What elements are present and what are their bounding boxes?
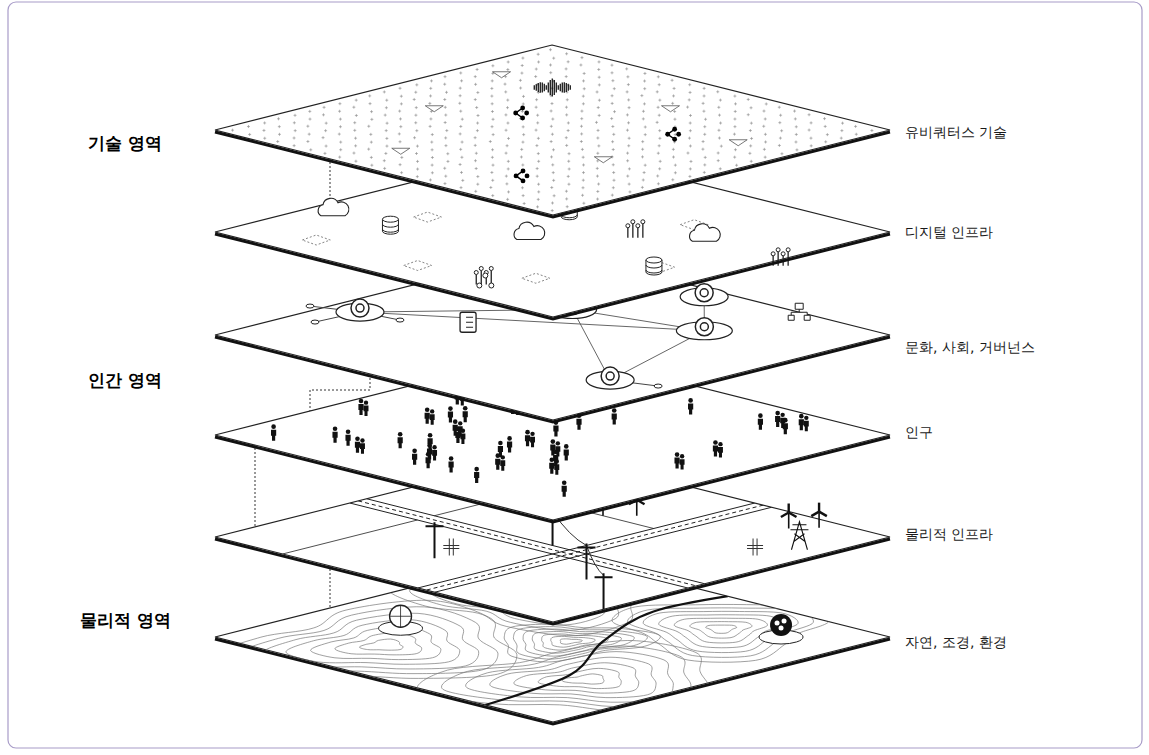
layer-label: 문화, 사회, 거버넌스: [905, 339, 1035, 356]
layer-label: 디지털 인프라: [905, 224, 993, 241]
layer-label: 인구: [905, 424, 933, 441]
layer-plane: [215, 45, 890, 217]
layer-label: 유비쿼터스 기술: [905, 124, 1007, 141]
area-label: 기술 영역: [88, 133, 162, 153]
frame: [8, 2, 1142, 748]
layer-label: 물리적 인프라: [905, 526, 993, 543]
area-label: 물리적 영역: [80, 610, 171, 630]
area-label: 인간 영역: [88, 370, 162, 390]
layer-label: 자연, 조경, 환경: [905, 634, 1007, 651]
